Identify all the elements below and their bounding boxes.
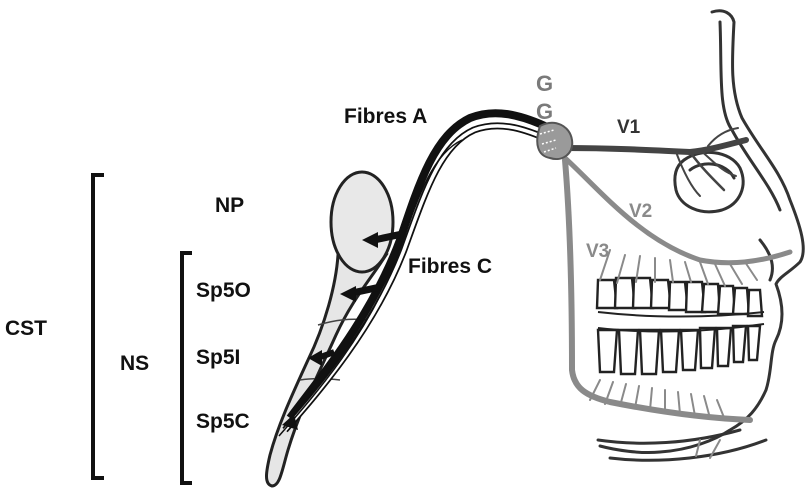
lower-teeth: [598, 326, 760, 374]
trigeminal-ganglion: [537, 123, 572, 159]
ns-label: NS: [120, 352, 149, 375]
ganglion-label-bottom: G: [536, 99, 553, 124]
sp5o-label: Sp5O: [196, 279, 251, 302]
upper-teeth: [597, 278, 762, 316]
trigeminal-nuclear-complex: [267, 172, 394, 486]
v1-branch: [565, 140, 746, 152]
ganglion-label-top: G: [536, 71, 553, 96]
np-label: NP: [215, 194, 244, 217]
cst-bracket: [93, 175, 104, 478]
cst-label: CST: [5, 317, 47, 340]
fibres-a-label: Fibres A: [344, 105, 427, 128]
v3-label: V3: [586, 241, 609, 262]
ns-bracket: [182, 253, 192, 483]
orbit-outline: [675, 152, 743, 211]
face-skull-outline: [598, 11, 803, 461]
sp5c-label: Sp5C: [196, 410, 250, 433]
v2-label: V2: [629, 201, 652, 222]
fibres-c-label: Fibres C: [408, 255, 492, 278]
v1-label: V1: [617, 117, 641, 138]
sp5i-label: Sp5I: [196, 346, 240, 369]
principal-sensory-nucleus: [331, 172, 393, 272]
